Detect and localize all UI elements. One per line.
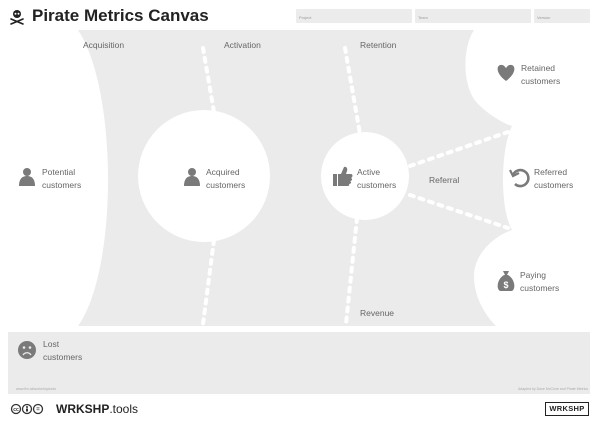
- potential-customers-label: Potential customers: [42, 167, 82, 190]
- footer-note-right: Adapted by Dave McClure and Pirate Metri…: [517, 387, 588, 391]
- person-icon: [184, 168, 200, 186]
- activation-dots: [201, 46, 216, 114]
- acquired-bottom-dots: [201, 238, 216, 326]
- referral-dots-bottom: [408, 193, 510, 230]
- referred-customers-label: Referred customers: [534, 167, 574, 190]
- skull-crossbones-icon: [10, 10, 24, 25]
- team-field[interactable]: Team: [415, 9, 531, 23]
- stage-acquisition: Acquisition: [83, 40, 125, 50]
- referral-dots-top: [408, 130, 510, 168]
- paying-customers-label: Paying customers: [520, 270, 560, 293]
- svg-text:$: $: [503, 280, 508, 290]
- lost-panel: [8, 332, 590, 394]
- svg-text:cc: cc: [13, 407, 19, 413]
- creative-commons-icons: cc =: [10, 403, 44, 415]
- acquired-customers-label: Acquired customers: [206, 167, 246, 190]
- acquired-circle: [138, 110, 270, 242]
- team-field-label: Team: [418, 15, 428, 20]
- stage-retention: Retention: [360, 40, 397, 50]
- revenue-dots: [344, 216, 359, 326]
- brand-bold: WRKSHP: [56, 402, 110, 416]
- heart-icon: [497, 64, 515, 81]
- brand-badge[interactable]: WRKSHP: [545, 402, 589, 416]
- brand-logo[interactable]: WRKSHP.tools: [56, 402, 138, 416]
- stage-referral: Referral: [429, 175, 460, 185]
- version-field[interactable]: Version: [534, 9, 590, 23]
- lost-customers-label: Lost customers: [43, 339, 83, 362]
- refresh-icon: [509, 168, 530, 188]
- person-icon: [19, 168, 35, 186]
- project-field-label: Project: [299, 15, 312, 20]
- version-field-label: Version: [537, 15, 551, 20]
- page-title: Pirate Metrics Canvas: [32, 6, 209, 25]
- money-bag-icon: $: [497, 271, 515, 291]
- potential-arc: [8, 30, 108, 326]
- stage-revenue: Revenue: [360, 308, 395, 318]
- active-circle: [321, 132, 409, 220]
- retained-customers-label: Retained customers: [521, 63, 561, 86]
- svg-text:=: =: [36, 407, 40, 413]
- thumbs-up-icon: [333, 166, 353, 186]
- retention-dots: [343, 46, 362, 136]
- sad-face-icon: [18, 341, 36, 359]
- stage-activation: Activation: [224, 40, 261, 50]
- brand-light: .tools: [109, 402, 139, 416]
- active-customers-label: Active customers: [357, 167, 397, 190]
- footer-note-left: www.fhv.at/workshoptools: [16, 387, 57, 391]
- project-field[interactable]: Project: [296, 9, 412, 23]
